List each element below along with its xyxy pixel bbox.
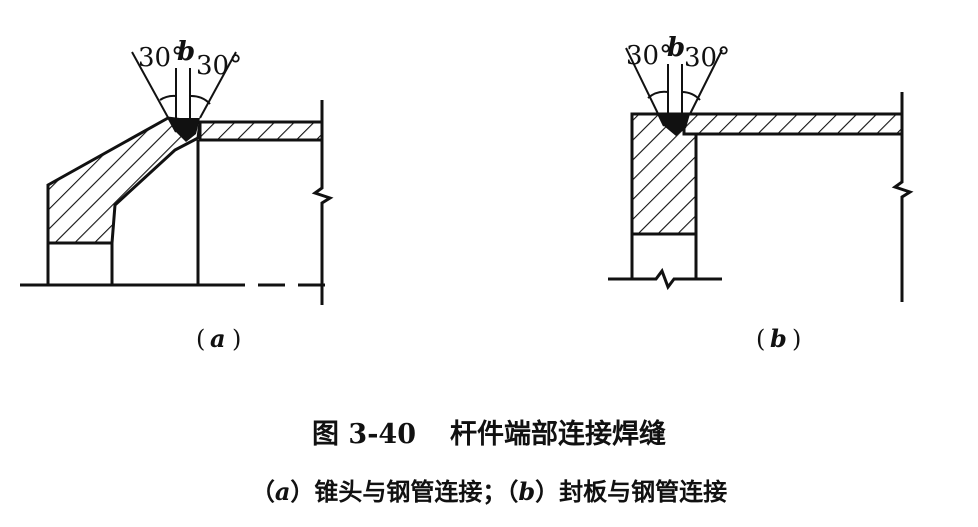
sublabel-a-close: )	[232, 325, 241, 353]
ground-line-b	[608, 267, 722, 291]
angle-right-label-b: 30°	[684, 43, 730, 73]
cone-head-section	[46, 116, 202, 245]
break-line-b	[891, 92, 914, 302]
gap-label-a: b	[177, 37, 195, 67]
subcaption-b-text: 封板与钢管连接	[559, 477, 728, 506]
subcaption-b-label: b	[518, 477, 536, 506]
break-line-a	[311, 100, 334, 305]
steel-tube-wall-a	[198, 120, 324, 142]
steel-tube-wall-b	[682, 112, 904, 136]
subcaption-b-paren-open: （	[506, 477, 519, 506]
sublabel-a-open: (	[196, 325, 205, 353]
subcaption-b-paren-close: ）	[535, 477, 560, 506]
subcaption-a-text: 锥头与钢管连接；	[314, 477, 507, 506]
angle-left-label-a: 30°	[138, 43, 184, 73]
angle-right-label-a: 30°	[196, 51, 242, 81]
sublabel-b-close: )	[792, 325, 801, 353]
gap-label-b: b	[667, 33, 685, 63]
figure-title: 杆件端部连接焊缝	[449, 419, 666, 450]
weld-bead-a	[168, 118, 200, 142]
sublabel-a: a	[210, 324, 226, 353]
subcaption-a-label: a	[274, 477, 291, 506]
diagram-panel-a: 30° b 30° ( a )	[20, 37, 334, 353]
subcaption-a-paren-open: （	[250, 477, 275, 506]
figure-number: 图 3-40	[312, 419, 416, 450]
weld-bead-b	[658, 114, 690, 136]
subcaption-a-paren-close: ）	[290, 477, 315, 506]
figure-subcaption: （a）锥头与钢管连接；（b）封板与钢管连接	[0, 472, 978, 507]
cone-head-base	[46, 241, 114, 285]
angle-left-label-b: 30°	[626, 41, 672, 71]
sublabel-b: b	[770, 324, 787, 353]
figure-title-line: 图 3-40 杆件端部连接焊缝	[0, 412, 978, 451]
diagram-panel-b: 30° b 30° ( b )	[608, 33, 914, 353]
sublabel-b-open: (	[756, 325, 765, 353]
